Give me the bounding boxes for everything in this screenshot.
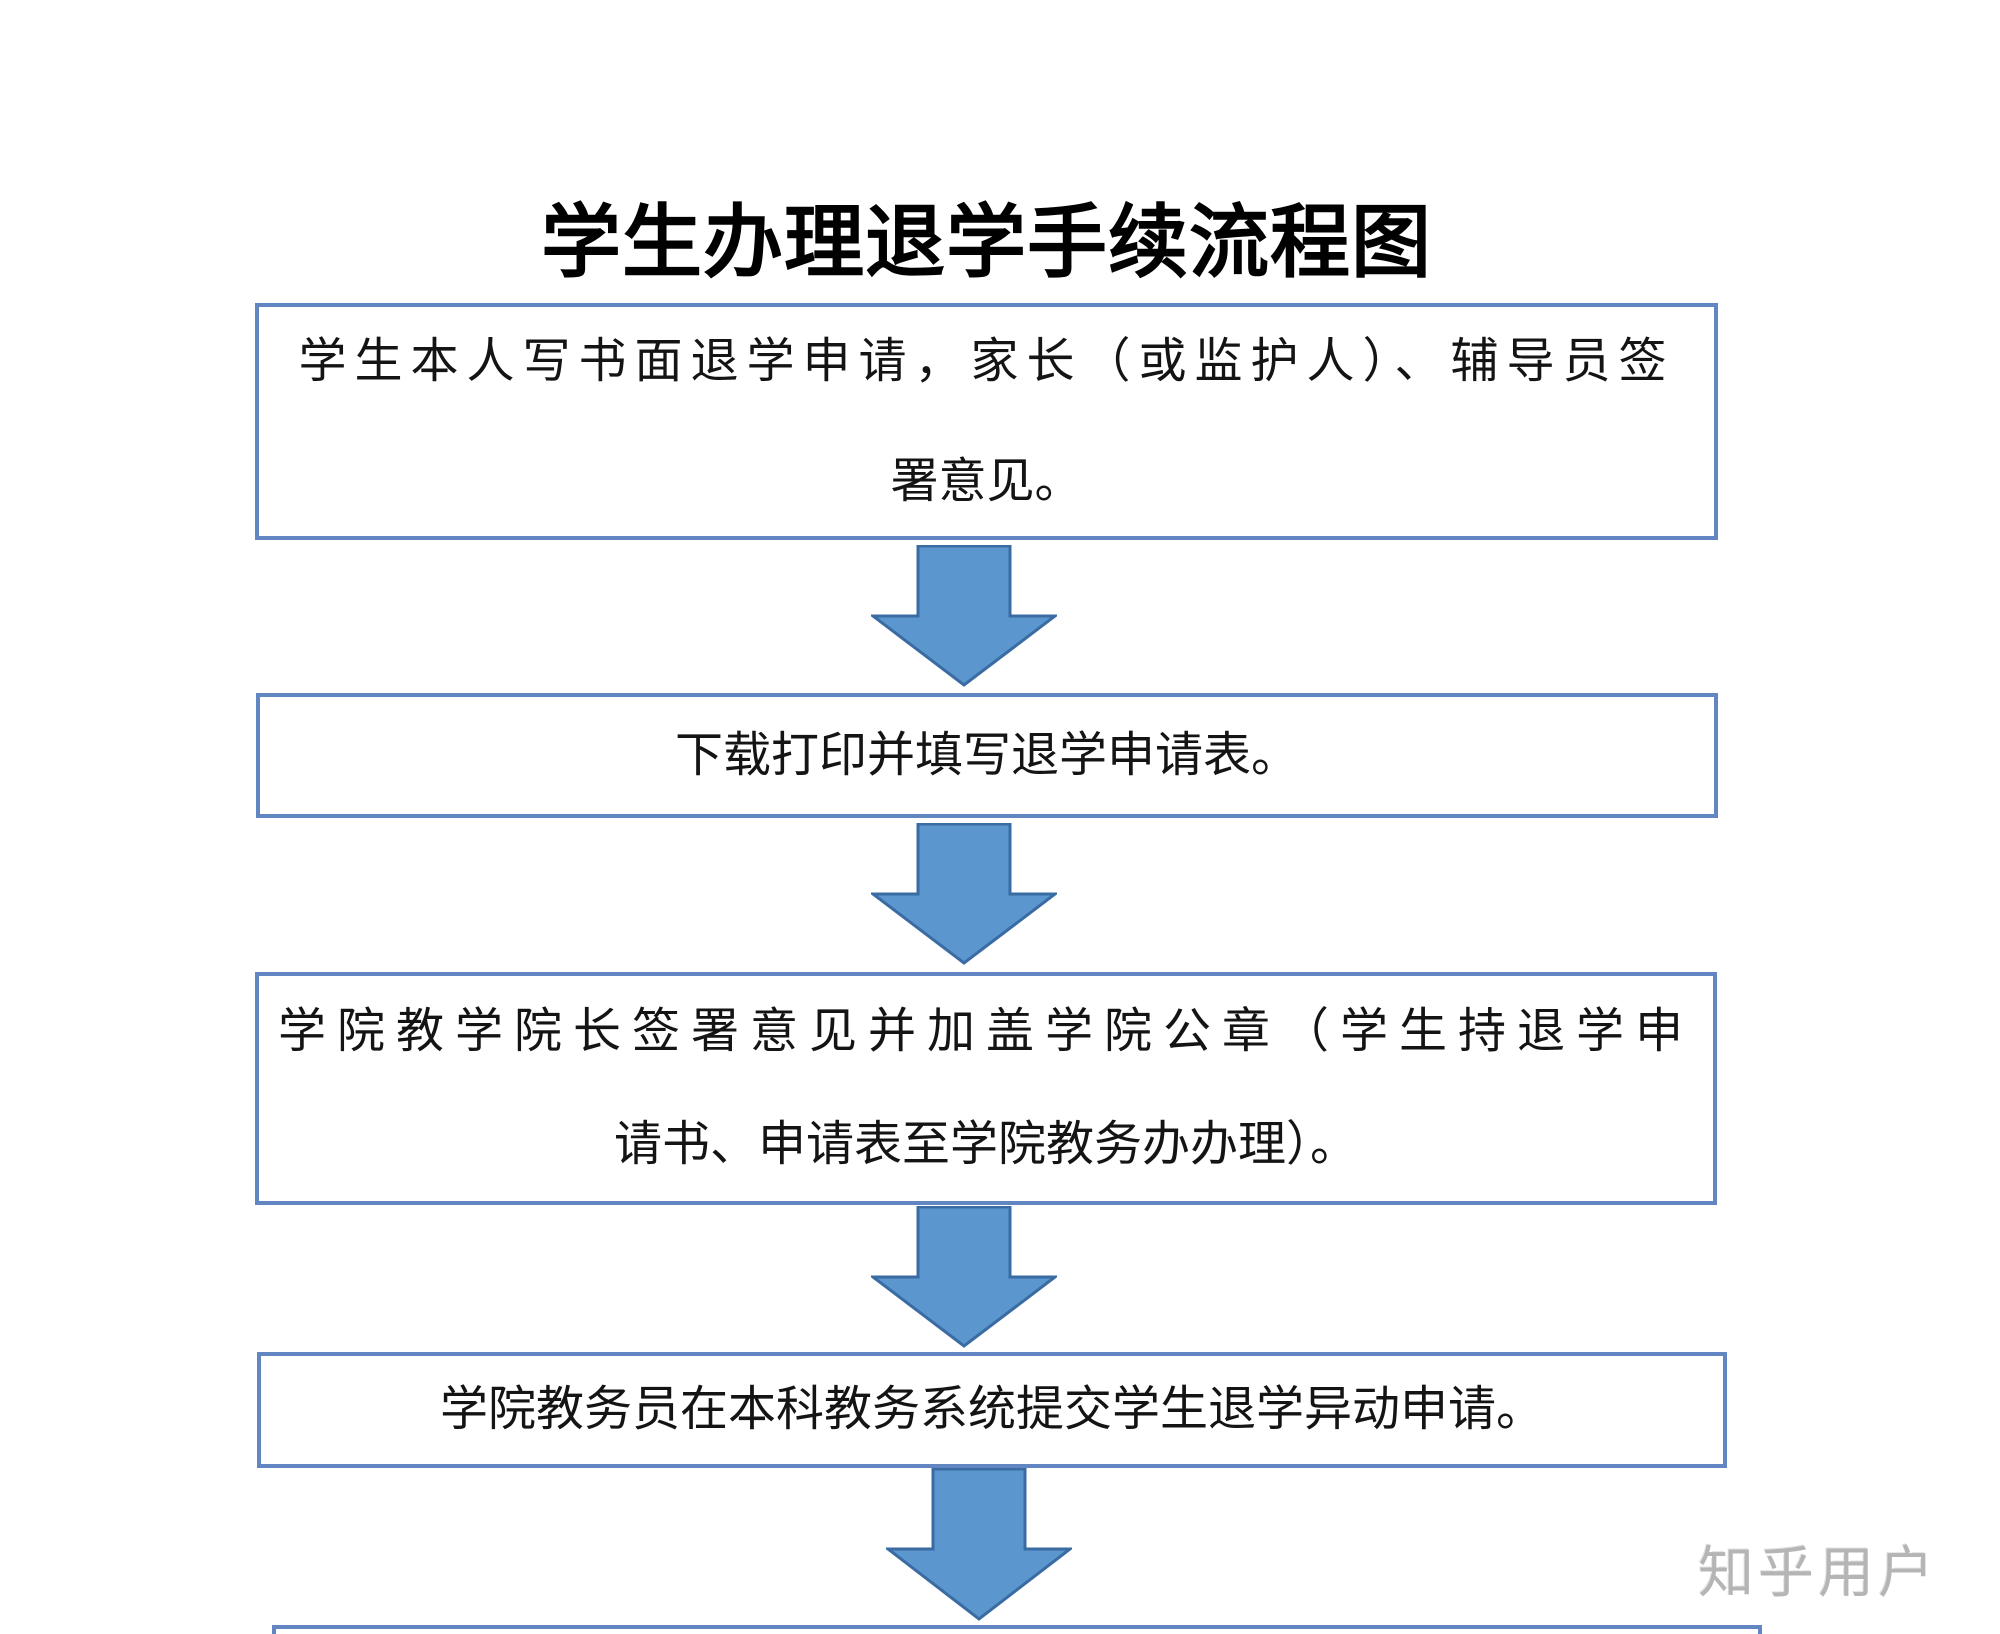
flow-step-4-line-1: 学院教务员在本科教务系统提交学生退学异动申请。: [439, 1383, 1544, 1436]
flow-step-3-line-2: 请书、申请表至学院教务办办理）。: [613, 1118, 1358, 1171]
down-arrow-3-icon: [871, 1206, 1057, 1348]
flow-step-3: 学院教学院长签署意见并加盖学院公章（学生持退学申 请书、申请表至学院教务办办理）…: [255, 972, 1717, 1205]
down-arrow-1-icon: [871, 545, 1057, 687]
flow-step-2-line-1: 下载打印并填写退学申请表。: [674, 728, 1299, 782]
flow-step-2: 下载打印并填写退学申请表。: [256, 693, 1718, 818]
flow-step-1-line-1: 学生本人写书面退学申请，家长（或监护人）、辅导员签: [298, 334, 1675, 388]
flow-step-1-line-2: 署意见。: [890, 454, 1083, 508]
flow-step-4: 学院教务员在本科教务系统提交学生退学异动申请。: [257, 1352, 1727, 1468]
flow-step-5-partial: [272, 1625, 1762, 1634]
flow-step-1: 学生本人写书面退学申请，家长（或监护人）、辅导员签 署意见。: [255, 303, 1718, 540]
down-arrow-4-icon: [886, 1468, 1072, 1621]
flow-step-3-line-1: 学院教学院长签署意见并加盖学院公章（学生持退学申: [277, 1005, 1694, 1058]
down-arrow-2-icon: [871, 823, 1057, 965]
zhihu-user-watermark: 知乎用户: [1698, 1541, 1938, 1604]
page-title: 学生办理退学手续流程图: [541, 200, 1432, 288]
